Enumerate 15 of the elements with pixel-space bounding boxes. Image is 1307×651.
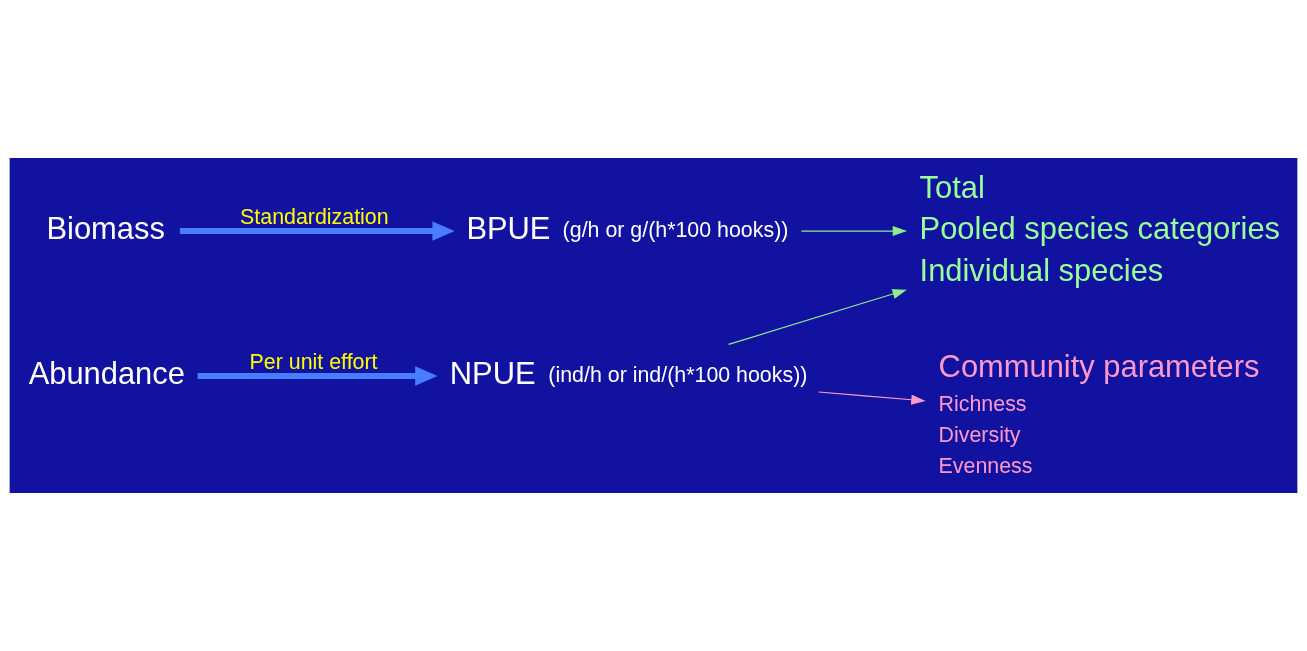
node-text: Abundance (28, 356, 185, 392)
node-label: (g/h or g/(h*100 hooks)) (562, 217, 789, 242)
node-text: NPUE (449, 356, 536, 392)
node-text: BPUE (466, 211, 551, 247)
node-text: Community parameters Richness Diversity Evenness (938, 348, 1260, 478)
node-text: Biomass (46, 211, 165, 247)
arrow (800, 226, 907, 237)
arrow (728, 289, 907, 345)
arrow (179, 221, 455, 241)
edge-label: Per unit effort (249, 350, 378, 375)
edge-label: Standardization (240, 205, 389, 230)
node-label: (ind/h or ind/(h*100 hooks)) (548, 362, 808, 387)
arrow (197, 366, 438, 386)
node-text: Total Pooled species categories Individual species (919, 169, 1281, 288)
arrow (818, 391, 926, 405)
